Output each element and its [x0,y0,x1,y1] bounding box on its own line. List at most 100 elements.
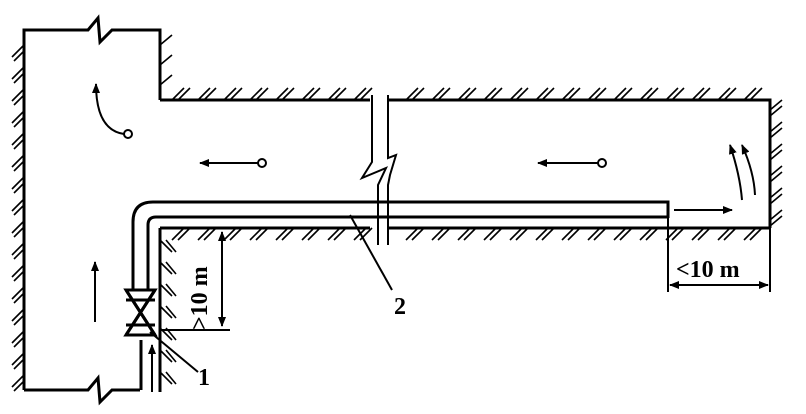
hatch-mark [159,239,173,253]
hatch-mark [359,227,373,241]
hatch-mark [307,227,321,241]
hatch-mark [359,87,373,101]
hatch-mark [11,44,25,58]
hatch-mark [619,87,633,101]
hatch-mark [249,87,263,101]
hatch-mark [165,305,177,319]
hatch-mark [13,314,25,326]
hatch-mark [691,87,705,101]
hatch-mark [13,336,25,348]
hatch-mark [613,87,627,101]
hatch-mark [509,227,523,241]
hatch-mark [723,87,737,101]
hatch-mark [743,227,757,241]
hatch-mark [281,87,295,101]
hatch-mark [13,226,25,238]
hatch-mark [327,227,341,241]
hatch-mark [561,227,575,241]
rock-hatching [11,34,783,392]
hatch-mark [769,187,783,199]
hatch-mark [255,227,269,241]
hatch-mark [535,87,549,101]
hatch-mark [515,87,529,101]
hatch-mark [697,227,711,241]
hatch-mark [165,239,177,253]
valve-height-label: >10 m [187,266,213,330]
hatch-mark [619,227,633,241]
hatch-mark [541,227,555,241]
hatch-mark [431,227,445,241]
hatch-mark [11,132,25,146]
hatch-mark [159,305,173,319]
hatch-mark [177,87,191,101]
hatch-mark [275,87,289,101]
hatch-mark [769,171,783,183]
hatch-mark [437,227,451,241]
hatch-mark [255,87,269,101]
hatch-mark [13,50,25,62]
hatch-mark [411,227,425,241]
hatch-mark [353,87,367,101]
hatch-mark [509,87,523,101]
hatch-mark [13,94,25,106]
valve [123,288,158,390]
hatch-mark [769,149,783,161]
hatch-mark [197,87,211,101]
hatch-mark [769,143,783,155]
hatch-mark [13,182,25,194]
hatch-mark [11,220,25,234]
hatch-mark [717,227,731,241]
hatch-mark [13,270,25,282]
hatch-mark [769,127,783,139]
hatch-mark [13,248,25,260]
hatch-mark [749,87,763,101]
hatch-mark [645,227,659,241]
hatch-mark [639,87,653,101]
hatch-mark [13,358,25,370]
hatch-mark [587,87,601,101]
hatch-mark [11,352,25,366]
hatch-mark [535,227,549,241]
hatch-mark [11,286,25,300]
hatch-mark [171,227,185,241]
hatch-mark [769,99,783,111]
hatch-mark [11,154,25,168]
hatch-mark [593,87,607,101]
hatch-mark [203,227,217,241]
hatch-mark [159,34,173,46]
hatch-mark [769,209,783,221]
hatch-mark [567,227,581,241]
hatch-mark [159,74,173,86]
hatch-mark [11,176,25,190]
hatch-mark [723,227,737,241]
hatch-mark [13,204,25,216]
outlet-distance-label: <10 m [676,257,740,283]
hatch-mark [249,227,263,241]
hatch-mark [203,87,217,101]
hatch-mark [275,227,289,241]
hatch-mark [671,227,685,241]
hatch-mark [333,227,347,241]
valve-callout: 1 [198,365,210,391]
hatch-mark [171,87,185,101]
hatch-mark [165,349,177,363]
airflow-arrows [91,83,756,392]
pipe [131,200,670,290]
hatch-mark [229,87,243,101]
hatch-mark [13,160,25,172]
hatch-mark [165,371,177,385]
hatch-mark [431,87,445,101]
hatch-mark [307,87,321,101]
hatch-mark [11,110,25,124]
hatch-mark [281,227,295,241]
hatch-mark [457,87,471,101]
hatch-mark [327,87,341,101]
hatch-mark [717,87,731,101]
hatch-mark [333,87,347,101]
dimension-outlet-distance: <10 m [667,218,771,292]
hatch-mark [11,308,25,322]
shaft-walls [22,14,162,406]
hatch-mark [411,87,425,101]
